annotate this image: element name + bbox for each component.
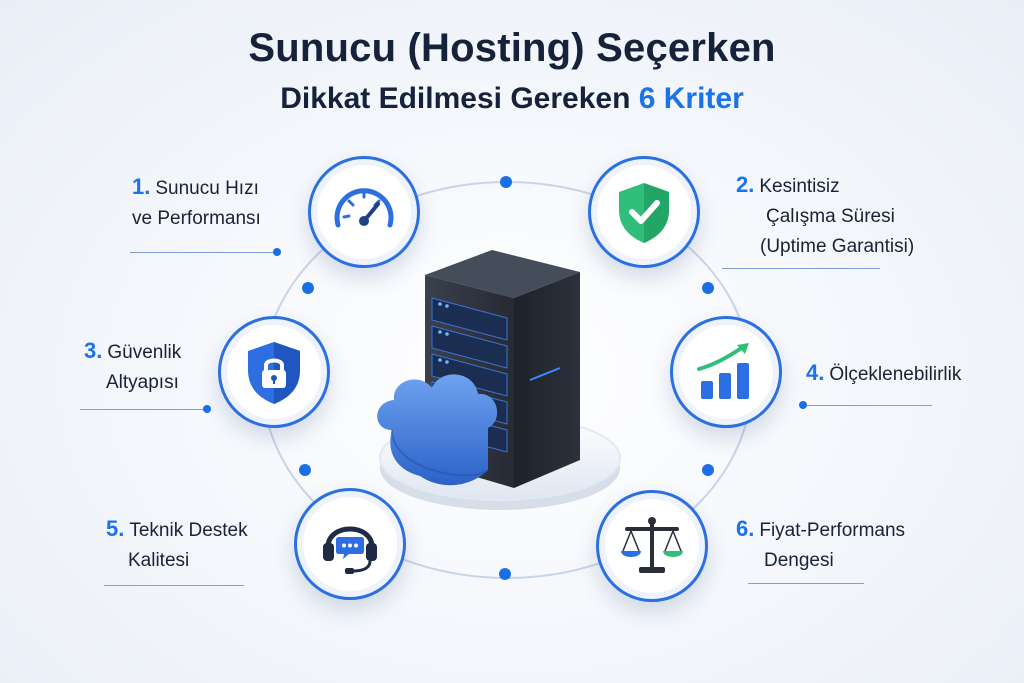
criterion-4-text1: Ölçeklenebilirlik — [829, 364, 962, 385]
criterion-1-text2: ve Performansı — [132, 208, 261, 229]
cloud-shape — [377, 374, 498, 486]
criterion-5-line1: 5.Teknik Destek — [106, 514, 248, 546]
criterion-1-label: 1.Sunucu Hızı ve Performansı — [132, 172, 261, 234]
criterion-6-circle[interactable] — [596, 490, 708, 602]
criterion-3-circle[interactable] — [218, 316, 330, 428]
criterion-2-text1: Kesintisiz — [759, 176, 840, 197]
speedometer-icon — [334, 188, 394, 228]
criterion-2-text2: Çalışma Süresi — [766, 206, 895, 227]
criterion-1-underline — [130, 252, 276, 253]
criterion-1-number: 1. — [132, 174, 151, 199]
growth-chart-icon — [697, 343, 749, 399]
criterion-3-underline — [80, 409, 208, 410]
balance-scale-icon — [621, 517, 683, 573]
criterion-4-label: 4.Ölçeklenebilirlik — [806, 358, 961, 390]
criterion-6-number: 6. — [736, 516, 755, 541]
criterion-5-number: 5. — [106, 516, 125, 541]
criterion-5-text1: Teknik Destek — [129, 520, 248, 541]
criterion-4-line1: 4.Ölçeklenebilirlik — [806, 358, 961, 390]
criterion-2-underline — [722, 268, 880, 269]
subtitle-accent: 6 Kriter — [638, 82, 744, 115]
criterion-2-circle[interactable] — [588, 156, 700, 268]
criterion-6-label: 6.Fiyat-Performans Dengesi — [736, 514, 905, 576]
criterion-3-label: 3.Güvenlik Altyapısı — [84, 336, 181, 398]
criterion-3-line1: 3.Güvenlik — [84, 336, 181, 368]
criterion-5-text2: Kalitesi — [128, 550, 190, 571]
criterion-2-line1: 2.Kesintisiz — [736, 170, 914, 202]
criterion-2-label: 2.Kesintisiz Çalışma Süresi (Uptime Gara… — [736, 170, 914, 262]
criterion-6-line1: 6.Fiyat-Performans — [736, 514, 905, 546]
criterion-3-number: 3. — [84, 338, 103, 363]
page-subtitle: Dikkat Edilmesi Gereken 6 Kriter — [0, 82, 1024, 116]
criterion-3-text1: Güvenlik — [107, 342, 182, 363]
page-title: Sunucu (Hosting) Seçerken — [248, 26, 776, 70]
shield-lock-icon — [248, 342, 300, 404]
criterion-6-text2: Dengesi — [764, 550, 834, 571]
criterion-4-circle[interactable] — [670, 316, 782, 428]
subtitle-text: Dikkat Edilmesi Gereken — [280, 82, 631, 115]
criterion-4-underline — [806, 405, 932, 406]
criterion-5-circle[interactable] — [294, 488, 406, 600]
criterion-4-dot — [799, 401, 807, 409]
criterion-2-number: 2. — [736, 172, 755, 197]
criterion-6-text1: Fiyat-Performans — [759, 520, 906, 541]
criterion-2-text3: (Uptime Garantisi) — [760, 236, 915, 257]
criterion-1-circle[interactable] — [308, 156, 420, 268]
ring-dots — [299, 176, 714, 580]
criterion-5-label: 5.Teknik Destek Kalitesi — [106, 514, 248, 576]
criterion-1-dot — [273, 248, 281, 256]
criterion-3-dot — [203, 405, 211, 413]
criterion-1-text1: Sunucu Hızı — [155, 178, 259, 199]
shield-check-icon — [619, 183, 669, 243]
criterion-4-number: 4. — [806, 360, 825, 385]
criterion-1-line1: 1.Sunucu Hızı — [132, 172, 261, 204]
headset-icon — [323, 526, 377, 574]
criterion-5-underline — [104, 585, 244, 586]
criterion-3-text2: Altyapısı — [106, 372, 179, 393]
criterion-6-underline — [748, 583, 864, 584]
